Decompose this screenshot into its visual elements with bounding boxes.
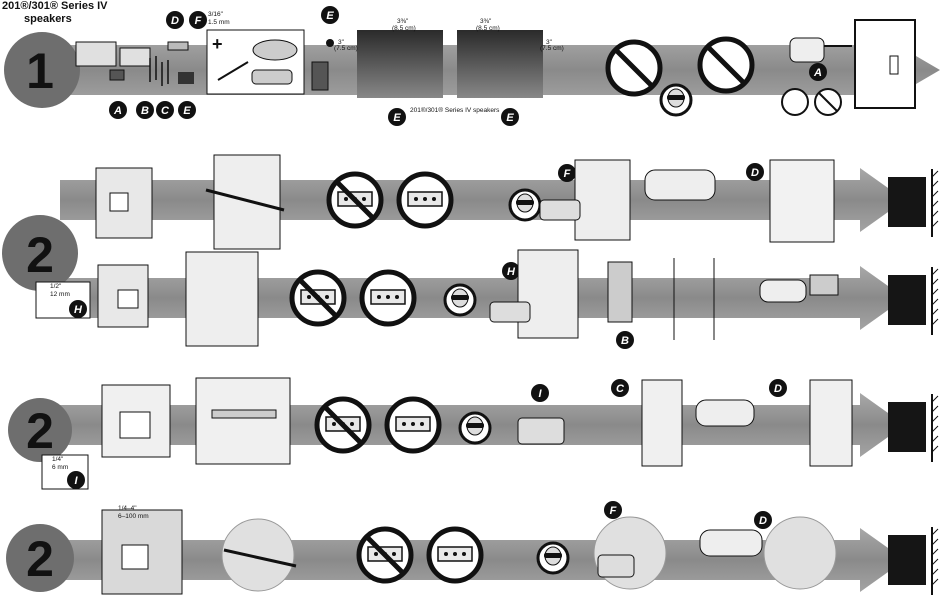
goggles-icon <box>252 39 298 61</box>
step-2c-number: 2 <box>26 403 54 459</box>
row-2-wood: 2 F D 1/2" 12 mm H H B <box>2 154 939 349</box>
goggles-icon-2a <box>508 188 542 222</box>
step-2a-circle <box>2 215 78 291</box>
step-1-circle <box>4 32 80 108</box>
row-1: 1 A B C E D F 3/16" 1.5 mm + E <box>4 6 940 126</box>
document-title: 201®/301® Series IV speakers <box>2 0 108 26</box>
speakers-caption: 201®/301® Series IV speakers <box>410 106 500 114</box>
speaker-left <box>357 30 443 98</box>
row-4-panel: 2 1/4–4" 6–100 mm F D <box>6 501 939 596</box>
dim-right-width: 3⅜" <box>480 18 492 25</box>
drill-icon <box>251 69 293 85</box>
goggles-safety-icon <box>659 83 693 117</box>
dim-right-height-cm: (7.5 cm) <box>540 45 564 52</box>
callout-d-row4: D <box>759 515 767 527</box>
callout-a-kit: A <box>113 105 122 117</box>
callout-d-row2: D <box>751 167 759 179</box>
panel-thickness-metric: 6–100 mm <box>118 513 149 520</box>
callout-i-left: I <box>74 475 78 487</box>
callout-e-right-speaker: E <box>506 112 514 124</box>
dim-left-height: 3" <box>338 39 345 46</box>
wall-speaker-2c <box>887 393 939 463</box>
dim-left-width-cm: (8.5 cm) <box>392 25 416 32</box>
title-line-2: speakers <box>24 13 72 25</box>
title-line-1: 201®/301® Series IV <box>2 0 108 12</box>
brick-bit-metric: 6 mm <box>52 464 68 471</box>
hand-bracket-icon <box>789 37 852 63</box>
callout-h-right: H <box>507 266 516 278</box>
callout-c-row3: C <box>616 383 625 395</box>
callout-d-row3: D <box>774 383 782 395</box>
wall-speaker-2a <box>887 168 939 238</box>
brick-bit-size: 1/4" <box>52 456 64 463</box>
masonry-bit-size: 1/2" <box>50 283 62 290</box>
callout-f-row4: F <box>610 505 617 517</box>
tools-plus: + <box>212 34 223 54</box>
callout-f-row2: F <box>564 168 571 180</box>
drill-size: 3/16" <box>208 11 224 18</box>
callout-e-top: E <box>326 10 334 22</box>
dim-left-height-cm: (7.5 cm) <box>334 45 358 52</box>
no-wall-icon <box>700 39 752 91</box>
step-2c-circle <box>8 398 72 462</box>
callout-h-left: H <box>74 304 83 316</box>
callout-a-right: A <box>813 67 822 79</box>
no-hand-icon <box>608 42 660 94</box>
callout-e-left-speaker: E <box>393 112 401 124</box>
goggles-icon-2b <box>443 283 477 317</box>
step-2d-number: 2 <box>26 531 54 587</box>
row-3-brick: 2 1/4" 6 mm I I C D <box>8 377 939 490</box>
panel-thickness: 1/4–4" <box>118 505 137 512</box>
callout-e-kit: E <box>183 105 191 117</box>
goggles-icon-2d <box>536 541 570 575</box>
callout-f-kit: F <box>195 15 202 27</box>
enclosure-icon <box>854 19 916 109</box>
dim-left-width: 3⅜" <box>397 18 409 25</box>
drill-metric: 1.5 mm <box>208 19 230 26</box>
dim-right-width-cm: (8.5 cm) <box>476 25 500 32</box>
screwdriver-icon <box>217 61 249 81</box>
callout-b-kit: B <box>141 105 149 117</box>
step-1-number: 1 <box>26 43 54 99</box>
mounting-bracket-icon <box>311 39 334 91</box>
kit-parts <box>75 41 194 86</box>
callout-b-row2: B <box>621 335 629 347</box>
wall-speaker-2d <box>887 526 939 596</box>
goggles-icon-2c <box>458 411 492 445</box>
wall-speaker-2b <box>887 266 939 336</box>
callout-i-right: I <box>538 388 542 400</box>
callout-c-kit: C <box>161 105 170 117</box>
dim-right-height: 3" <box>546 39 553 46</box>
masonry-bit-metric: 12 mm <box>50 291 70 298</box>
speaker-right <box>457 30 543 98</box>
step-2d-circle <box>6 524 74 592</box>
step-2a-number: 2 <box>26 227 54 283</box>
callout-d-kit: D <box>171 15 179 27</box>
